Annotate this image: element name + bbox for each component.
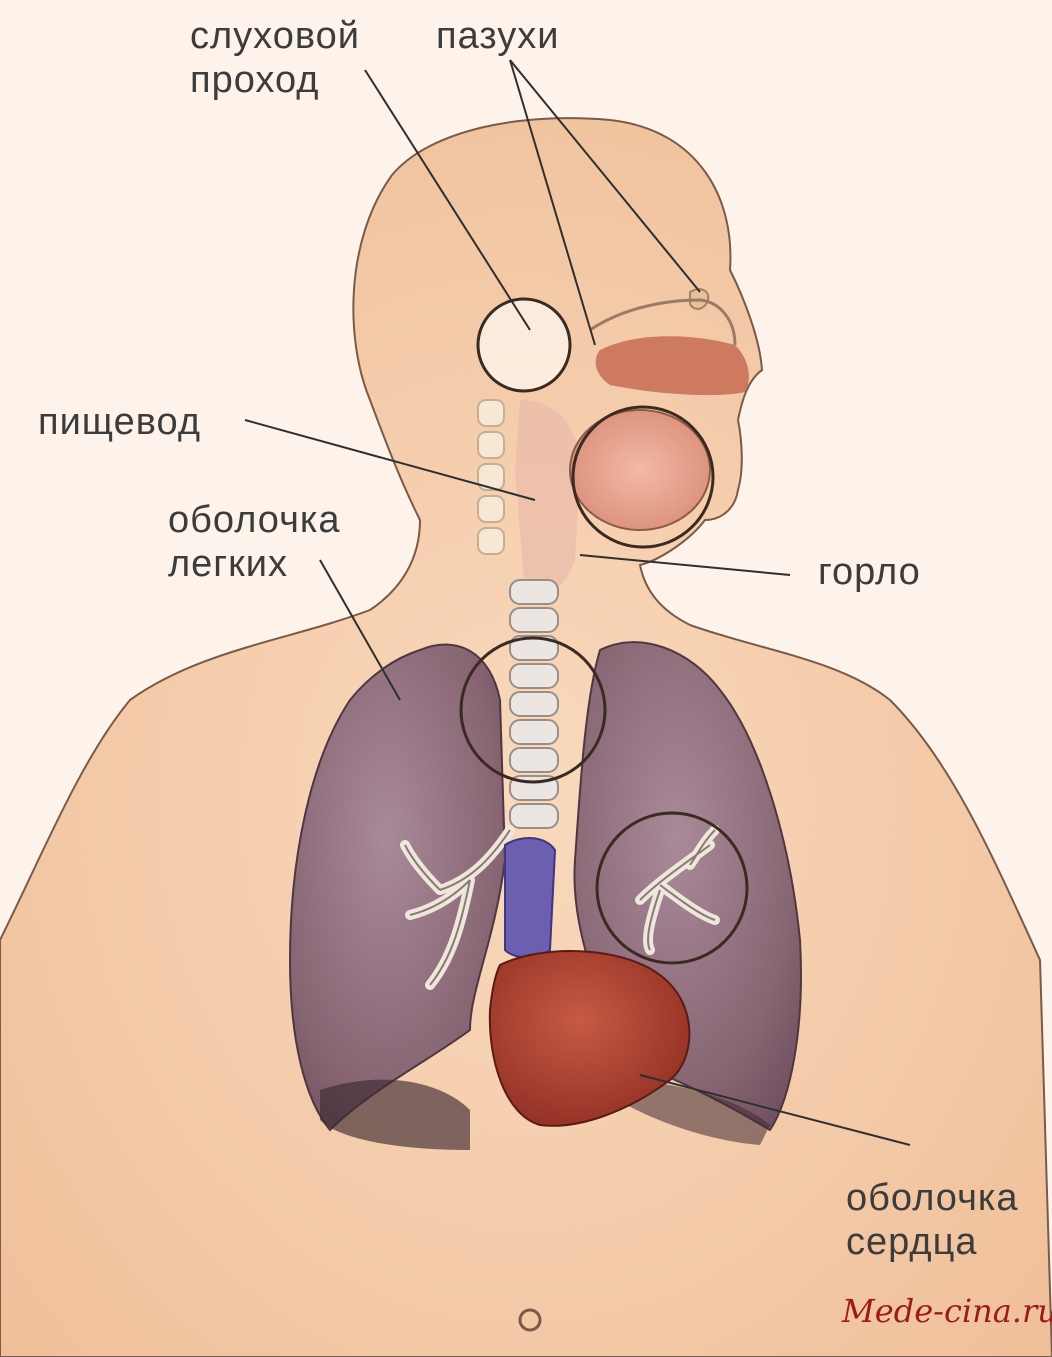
label-ear-canal: слуховой проход [190, 14, 360, 102]
trachea [510, 580, 558, 828]
label-sinuses: пазухи [436, 14, 560, 58]
label-heart-lining-line1: оболочка [846, 1176, 1019, 1220]
label-ear-canal-line2: проход [190, 58, 360, 102]
watermark: Mede-cina.ru [842, 1292, 1052, 1330]
nasal-cavity [596, 336, 749, 395]
label-throat-text: горло [818, 550, 921, 594]
label-heart-lining-line2: сердца [846, 1220, 1019, 1264]
label-lung-lining-line1: оболочка [168, 498, 341, 542]
label-sinuses-text: пазухи [436, 14, 560, 58]
label-esophagus: пищевод [38, 400, 201, 444]
great-vessel [505, 838, 555, 957]
label-lung-lining-line2: легких [168, 542, 341, 586]
label-heart-lining: оболочка сердца [846, 1176, 1019, 1264]
label-lung-lining: оболочка легких [168, 498, 341, 586]
cervical-spine [478, 400, 504, 554]
label-throat: горло [818, 550, 921, 594]
label-esophagus-text: пищевод [38, 400, 201, 444]
ear-canal-zoom-circle [478, 299, 570, 391]
label-ear-canal-line1: слуховой [190, 14, 360, 58]
